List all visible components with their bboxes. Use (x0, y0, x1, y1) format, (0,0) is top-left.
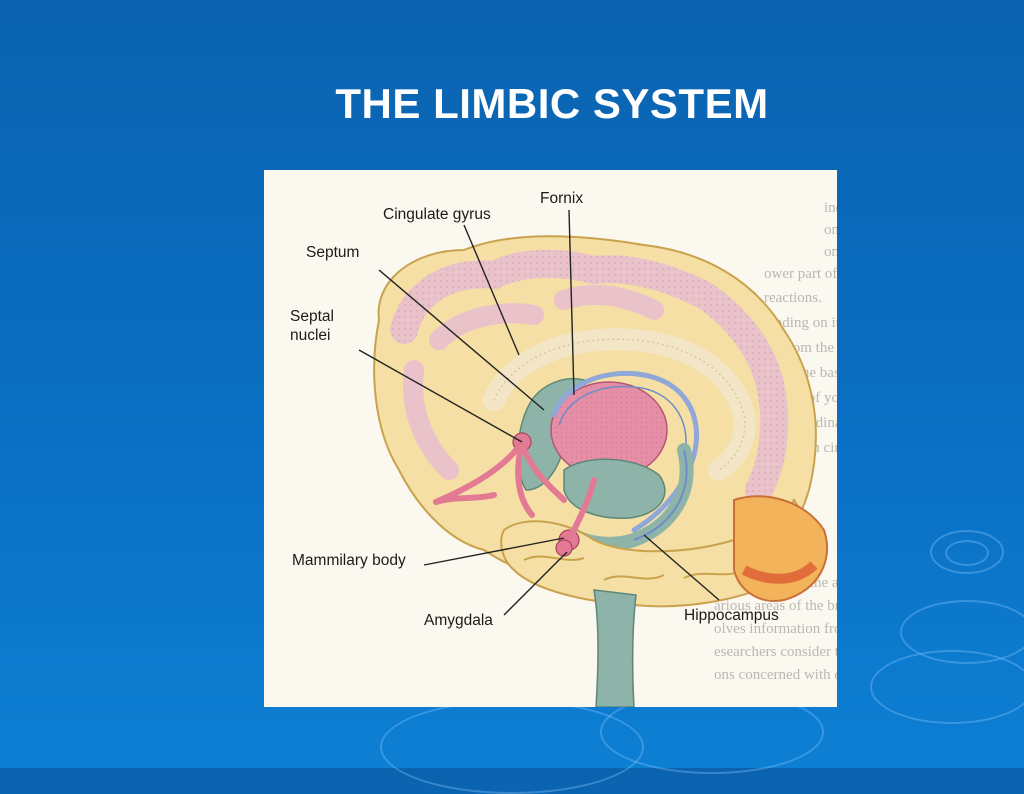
brain-diagram: incoming information, irrelevant informa… (264, 170, 837, 707)
bg-text-line: olves information from the limbic system… (714, 621, 837, 637)
label-amygdala: Amygdala (424, 612, 493, 629)
cortex-gyri (403, 284, 664, 480)
leader-lines (358, 209, 720, 616)
bg-text-line: incoming information, irrelevant informa… (824, 200, 837, 216)
brain-stem (593, 589, 637, 707)
bg-text-line: ower part of the brain; it keeps the bra… (764, 266, 837, 282)
bg-text-line: esearchers consider the system to be par… (714, 644, 837, 660)
corpus-callosum (483, 328, 756, 481)
bg-text-line: arious areas of the brain certain social… (714, 598, 837, 614)
cerebellum (733, 495, 829, 602)
olfactory-tract (433, 492, 497, 505)
fornix (551, 370, 700, 533)
label-mammilary-body: Mammilary body (292, 552, 406, 569)
amygdala-structure (555, 539, 573, 557)
bg-text-line: on is passed on to higher centers. The R… (824, 222, 837, 238)
label-fornix: Fornix (540, 190, 584, 207)
bg-text-line: omething happens that requires attention… (824, 244, 837, 260)
label-septal-nuclei-2: nuclei (290, 327, 331, 344)
label-cingulate-gyrus: Cingulate gyrus (383, 206, 491, 223)
bg-text-line: ons concerned with deals about the struc… (714, 667, 837, 683)
label-septal-nuclei-1: Septal (290, 308, 334, 325)
slide-title: THE LIMBIC SYSTEM (335, 80, 769, 128)
label-septum: Septum (306, 244, 360, 261)
bg-text-line: reactions. (764, 290, 822, 306)
label-hippocampus: Hippocampus (684, 607, 779, 624)
brain-illustration (358, 209, 829, 707)
